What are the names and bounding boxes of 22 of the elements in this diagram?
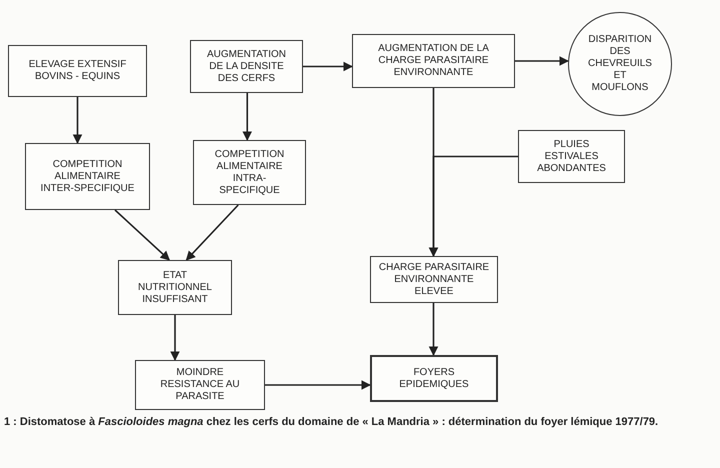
- result-box: FOYERS EPIDEMIQUES: [370, 355, 498, 402]
- arrow: [186, 204, 239, 261]
- arrow: [265, 380, 371, 390]
- process-box: ETAT NUTRITIONNEL INSUFFISANT: [118, 260, 232, 315]
- arrow: [72, 97, 82, 144]
- figure-caption: 1 : Distomatose à Fascioloides magna chez les cerfs du domaine de « La Mandria » : détermination du foyer lémique 1977/79.: [4, 416, 660, 430]
- outcome-circle: DISPARITION DES CHEVREUILS ET MOUFLONS: [568, 12, 672, 116]
- process-box: COMPETITION ALIMENTAIRE INTRA-SPECIFIQUE: [193, 140, 306, 205]
- process-box: MOINDRE RESISTANCE AU PARASITE: [135, 360, 265, 410]
- arrow: [242, 93, 252, 141]
- arrow: [170, 315, 180, 361]
- arrow: [428, 156, 518, 257]
- process-box: AUGMENTATION DE LA CHARGE PARASITAIRE ENVIRONNANTE: [352, 34, 515, 88]
- arrow: [303, 62, 353, 72]
- arrow: [515, 56, 570, 66]
- arrow: [428, 303, 438, 356]
- process-box: COMPETITION ALIMENTAIRE INTER-SPECIFIQUE: [25, 143, 150, 210]
- process-box: AUGMENTATION DE LA DENSITE DES CERFS: [190, 40, 303, 93]
- arrow: [114, 209, 170, 261]
- process-box: ELEVAGE EXTENSIF BOVINS - EQUINS: [8, 45, 147, 97]
- process-box: CHARGE PARASITAIRE ENVIRONNANTE ELEVEE: [370, 256, 498, 303]
- process-box: PLUIES ESTIVALES ABONDANTES: [518, 130, 625, 183]
